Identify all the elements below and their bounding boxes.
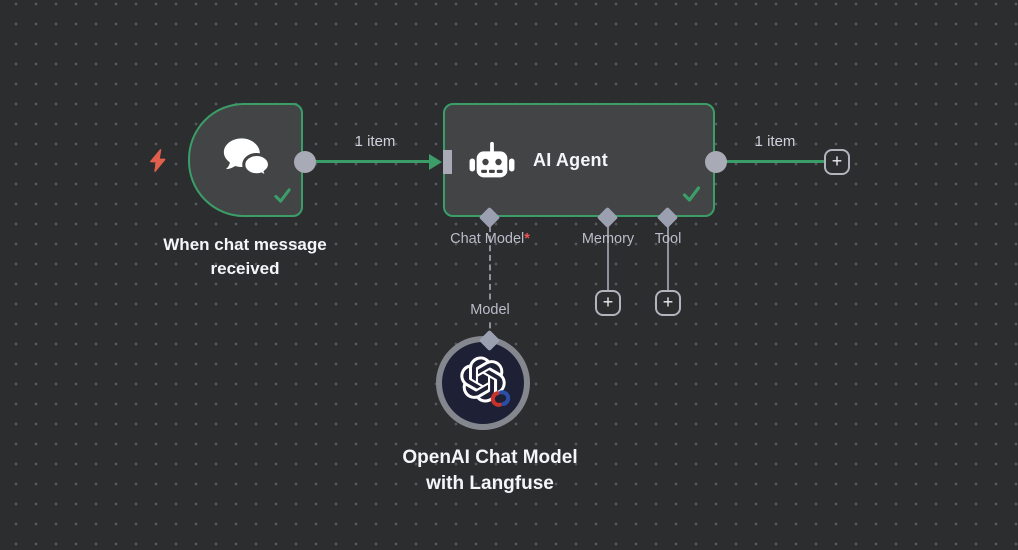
check-icon [680,184,703,209]
port-label-chat-model: Chat Model* [425,231,555,247]
robot-icon [466,136,518,193]
agent-output-endpoint[interactable] [705,151,727,173]
connection-arrowhead-icon [429,154,442,170]
node-openai-chat-model[interactable] [436,336,530,430]
lightning-bolt-icon [146,148,171,178]
trigger-output-endpoint[interactable] [294,151,316,173]
connection-memory-stub [607,226,609,292]
connection-tool-stub [667,226,669,292]
model-node-label: OpenAI Chat Model with Langfuse [402,447,578,494]
openai-icon [460,356,511,407]
model-connection-label: Model [452,301,528,319]
connection-agent-output[interactable] [716,160,826,163]
agent-node-title: AI Agent [533,149,608,170]
connection-items-label: 1 item [754,133,796,150]
langfuse-chain-icon [487,386,516,415]
connection-chat-model[interactable] [489,226,491,338]
required-marker: * [524,231,530,247]
add-tool-button[interactable]: + [655,290,681,316]
node-chat-trigger[interactable] [188,103,303,217]
add-node-button[interactable]: + [824,149,850,175]
node-ai-agent[interactable]: AI Agent [443,103,715,217]
check-icon [272,186,293,210]
port-label-text: Chat Model [450,231,525,247]
chat-bubbles-icon [216,132,278,191]
port-label-tool: Tool [654,231,682,247]
port-label-memory: Memory [581,231,635,247]
trigger-node-label: When chat message received [163,235,327,278]
agent-input-endpoint[interactable] [443,150,452,174]
add-memory-button[interactable]: + [595,290,621,316]
connection-trigger-to-agent[interactable] [304,160,430,163]
connection-items-label: 1 item [354,133,396,150]
